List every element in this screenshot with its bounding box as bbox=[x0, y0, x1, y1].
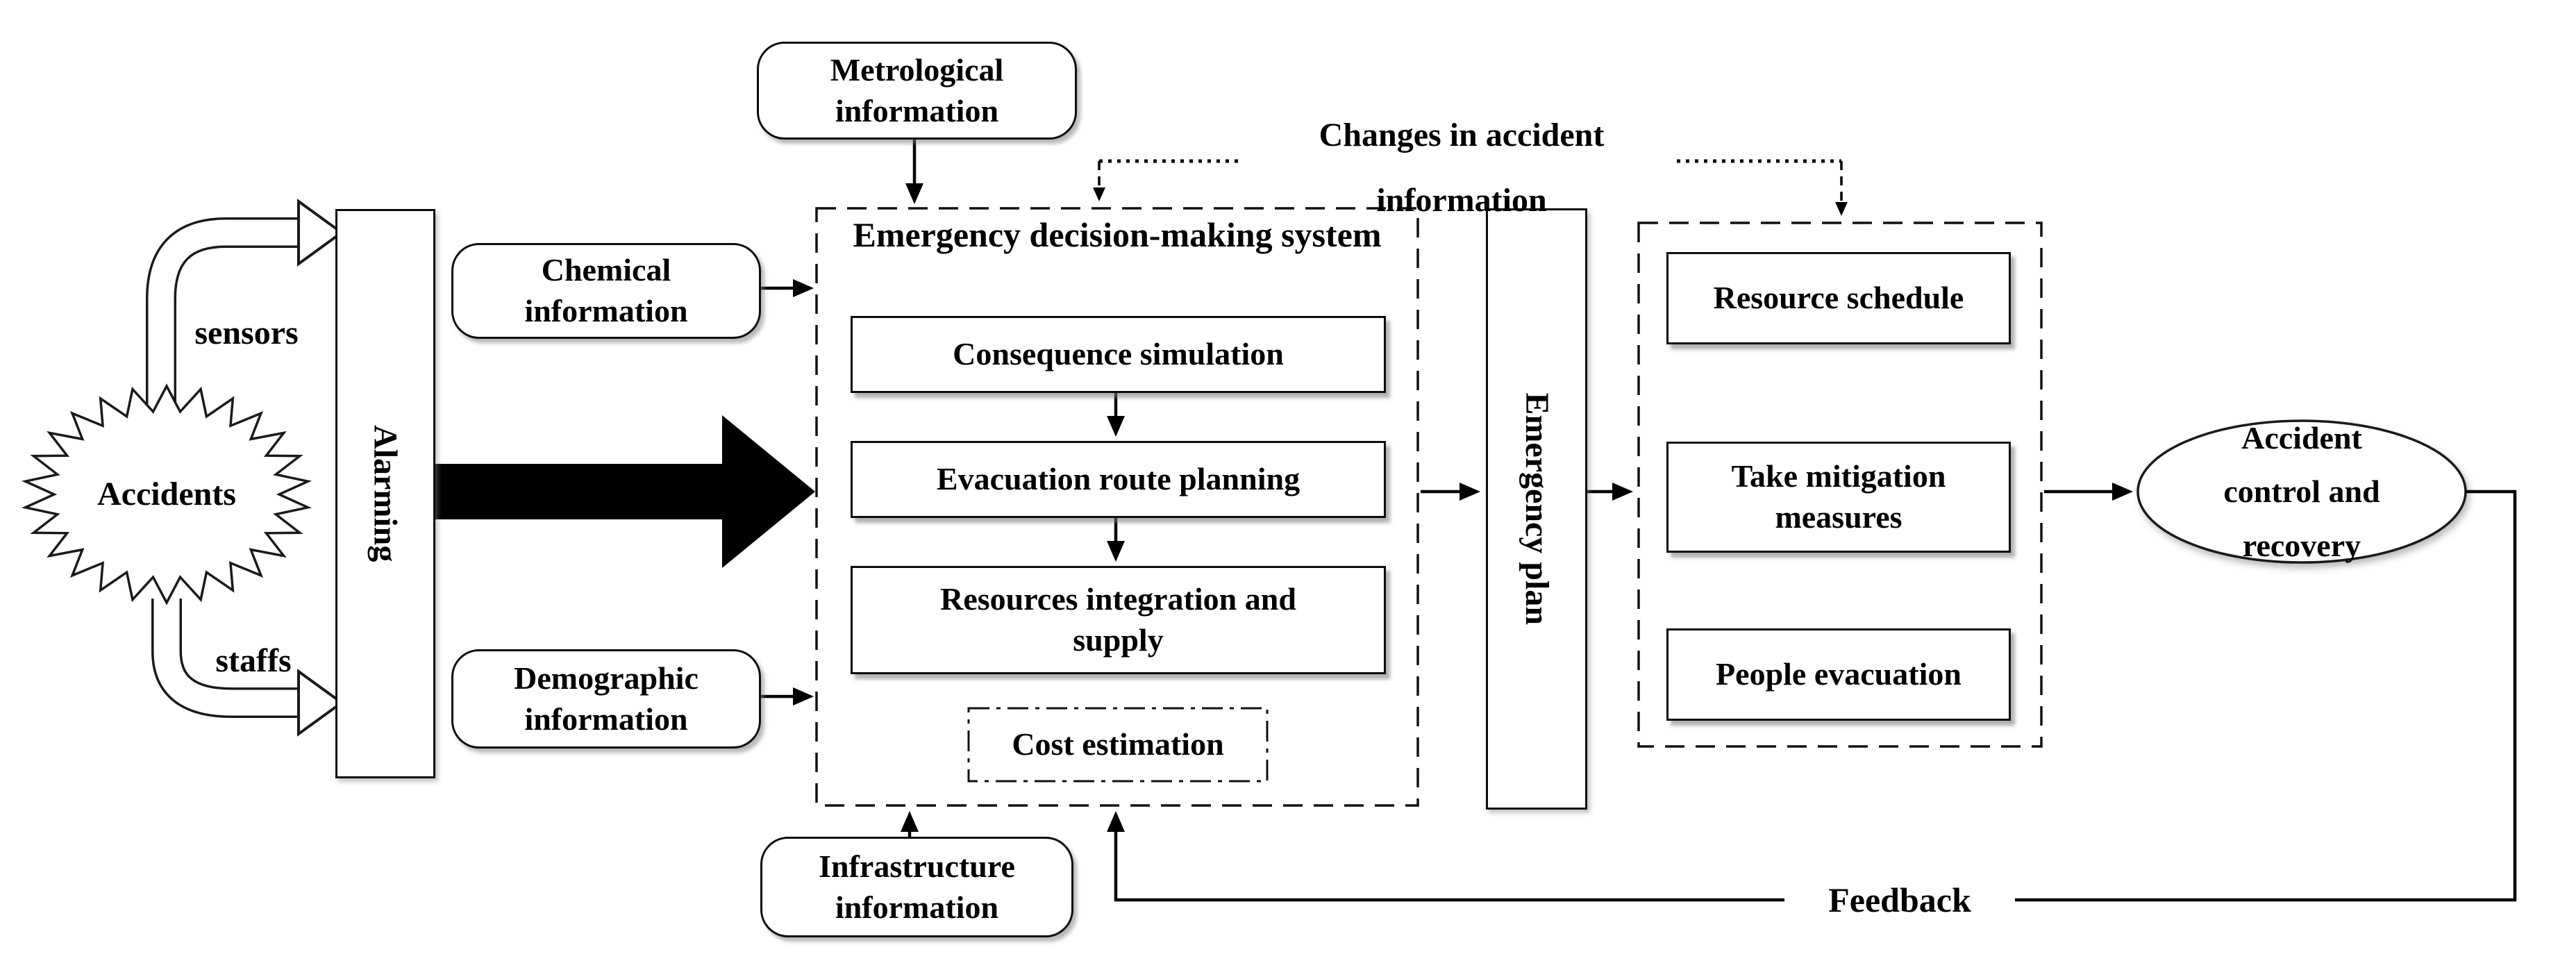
alarm-bold-arrow bbox=[431, 415, 815, 568]
feedback-label: Feedback bbox=[1784, 876, 2015, 924]
alarming-label: Alarming bbox=[367, 425, 404, 562]
accidents-starburst bbox=[21, 383, 312, 605]
evacuation-route-planning-box: Evacuation route planning bbox=[851, 441, 1386, 518]
alarming-box: Alarming bbox=[335, 209, 435, 778]
consequence-simulation-box: Consequence simulation bbox=[851, 316, 1386, 393]
cost-estimation-label: Cost estimation bbox=[1012, 726, 1224, 762]
sensors-bent-arrow bbox=[146, 199, 344, 411]
demographic-information-box: Demographic information bbox=[451, 649, 761, 749]
take-mitigation-measures-box: Take mitigation measures bbox=[1666, 442, 2011, 553]
resource-schedule-box: Resource schedule bbox=[1666, 252, 2011, 344]
infrastructure-information-box: Infrastructure information bbox=[760, 837, 1073, 937]
outcome-label: Accident control and recovery bbox=[2223, 420, 2380, 563]
response-dashed-box bbox=[1637, 222, 2043, 748]
emergency-plan-label: Emergency plan bbox=[1518, 392, 1555, 626]
people-evacuation-box: People evacuation bbox=[1666, 628, 2011, 721]
metrological-information-box: Metrological information bbox=[757, 42, 1077, 140]
resources-integration-supply-box: Resources integration and supply bbox=[851, 566, 1386, 674]
sensors-label: sensors bbox=[194, 315, 299, 352]
edms-dashed-box bbox=[815, 207, 1419, 807]
cost-estimation-box-border bbox=[967, 707, 1269, 783]
staffs-label: staffs bbox=[215, 642, 292, 680]
feedback-line bbox=[1107, 490, 2517, 902]
staffs-bent-arrow bbox=[151, 596, 344, 737]
chemical-information-box: Chemical information bbox=[451, 243, 761, 339]
changes-note-label: Changes in accident information bbox=[1319, 117, 1605, 219]
edms-title: Emergency decision-making system bbox=[853, 215, 1382, 254]
emergency-plan-box: Emergency plan bbox=[1486, 208, 1587, 810]
accidents-label: Accidents bbox=[97, 476, 236, 513]
